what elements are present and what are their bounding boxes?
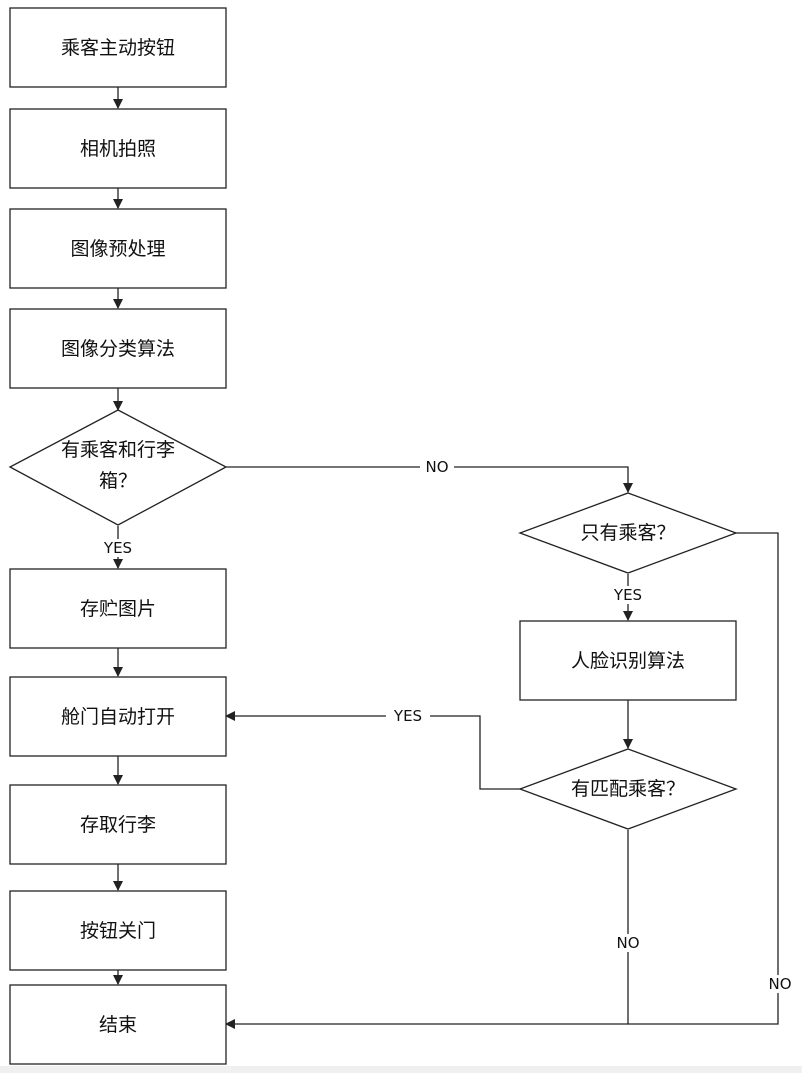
terminal-end: 结束 [10,985,226,1064]
process-face-recognition: 人脸识别算法 [520,621,736,700]
process-image-classify-label: 图像分类算法 [61,338,175,360]
decision-only-passenger-label: 只有乘客？ [580,522,675,544]
edge-label-matched-no: NO [616,934,639,952]
process-image-preprocess: 图像预处理 [10,209,226,288]
edge-label-matched-yes: YES [393,707,422,725]
process-camera-photo: 相机拍照 [10,109,226,188]
edge-label-luggage-yes: YES [103,539,132,557]
process-face-recognition-label: 人脸识别算法 [571,650,685,672]
process-button-close-door-label: 按钮关门 [80,920,156,942]
edge-matched-yes-to-hatch [226,716,520,789]
process-image-classify: 图像分类算法 [10,309,226,388]
decision-matched-passenger-label: 有匹配乘客？ [571,778,685,800]
terminal-end-label: 结束 [99,1014,137,1036]
edge-matched-no-to-end [226,830,628,1024]
process-camera-photo-label: 相机拍照 [80,138,156,160]
process-hatch-auto-open-label: 舱门自动打开 [61,706,175,728]
edge-label-luggage-no: NO [425,458,448,476]
process-passenger-button-label: 乘客主动按钮 [61,37,175,59]
decision-passenger-and-luggage-label-line2: 箱？ [99,470,137,492]
bottom-band [0,1066,802,1073]
process-store-image: 存贮图片 [10,569,226,648]
decision-passenger-and-luggage-label-line1: 有乘客和行李 [61,439,175,461]
decision-matched-passenger: 有匹配乘客？ [520,749,736,829]
process-hatch-auto-open: 舱门自动打开 [10,677,226,756]
process-store-take-luggage: 存取行李 [10,785,226,864]
decision-passenger-and-luggage: 有乘客和行李 箱？ [10,410,226,525]
process-image-preprocess-label: 图像预处理 [70,238,165,260]
process-button-close-door: 按钮关门 [10,891,226,970]
edge-label-only-passenger-no: NO [768,975,791,993]
edge-label-only-passenger-yes: YES [613,586,642,604]
decision-only-passenger: 只有乘客？ [520,493,736,573]
process-store-take-luggage-label: 存取行李 [80,814,156,836]
process-passenger-button: 乘客主动按钮 [10,8,226,87]
process-store-image-label: 存贮图片 [80,598,156,620]
